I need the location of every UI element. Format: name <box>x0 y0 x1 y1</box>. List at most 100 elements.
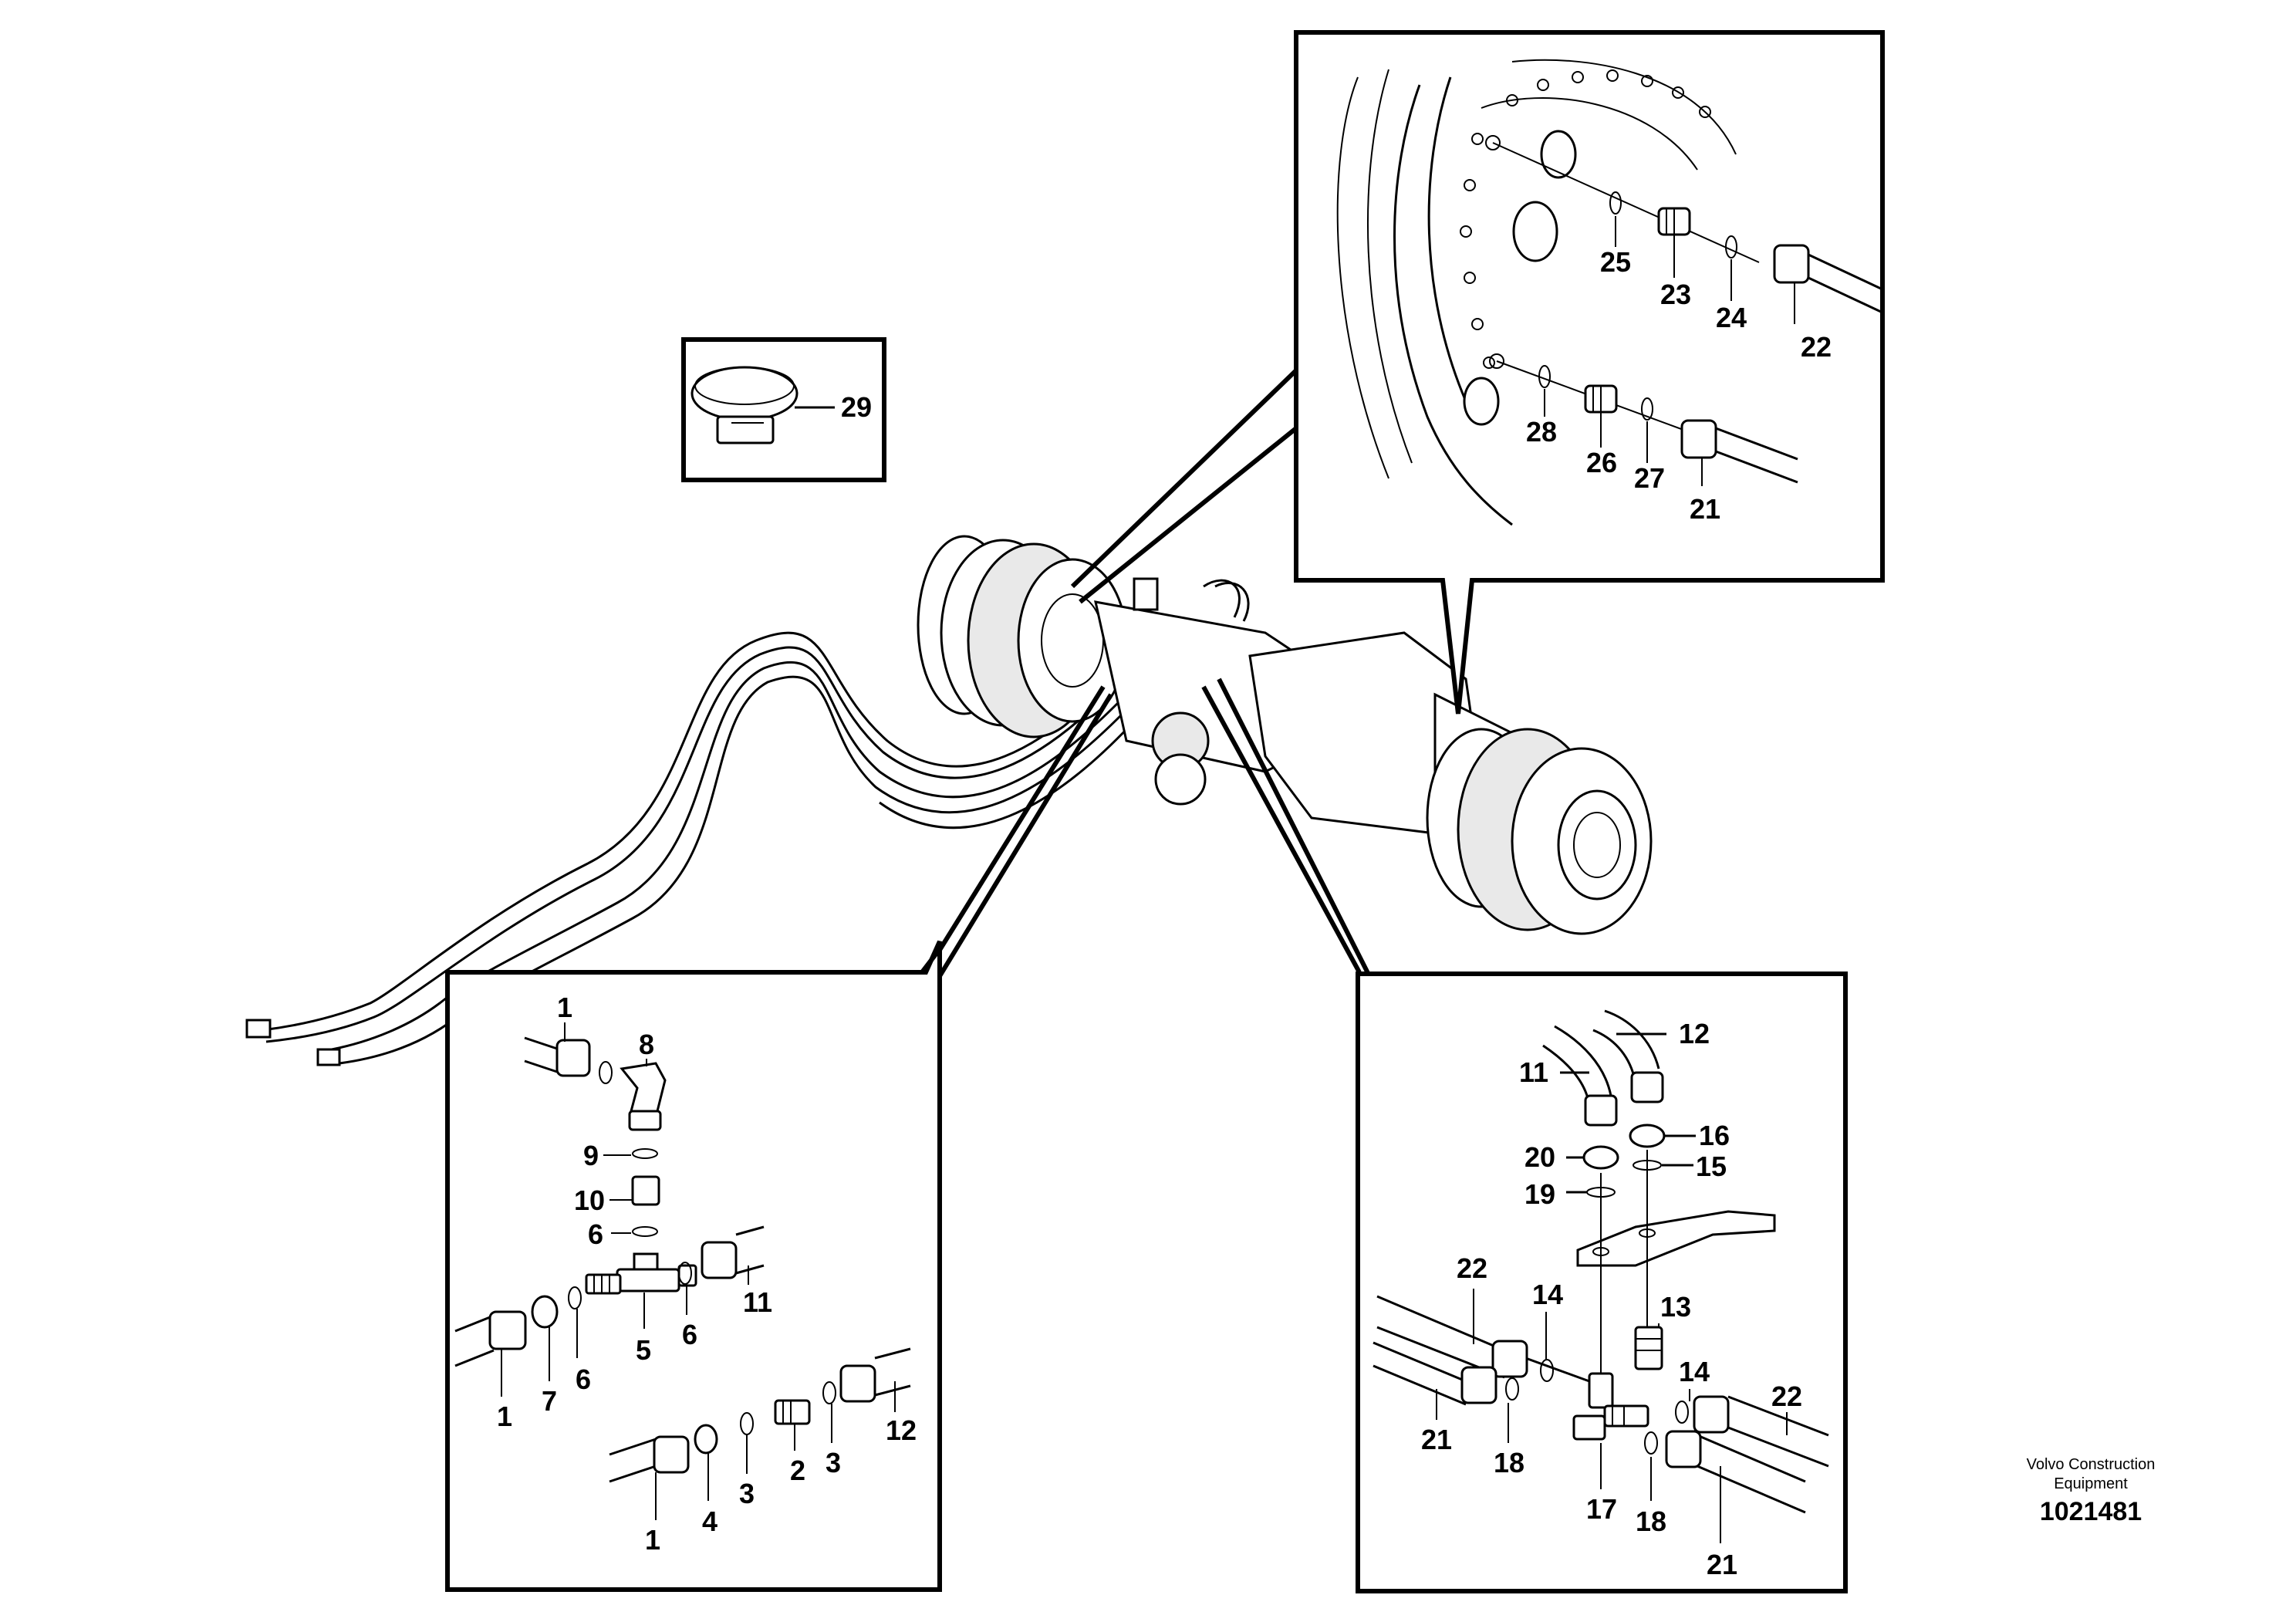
callout-6: 6 <box>588 1218 603 1250</box>
part-13-nipple <box>1634 1326 1663 1370</box>
callout-1: 1 <box>645 1524 660 1556</box>
left-wheel-hub <box>917 535 1128 738</box>
part-21-hose-nut <box>1680 419 1798 484</box>
callout-3: 3 <box>826 1447 841 1478</box>
part-21-hose-nut <box>1665 1430 1702 1468</box>
right-wheel-hub <box>1426 728 1653 935</box>
callout-11: 11 <box>1519 1056 1548 1088</box>
callout-13: 13 <box>1660 1291 1691 1323</box>
hose-end-fitting <box>316 1048 341 1066</box>
lube-port <box>1489 353 1504 369</box>
callout-21: 21 <box>1421 1424 1452 1455</box>
part-22-hose-nut <box>1773 244 1883 314</box>
part-6-seal <box>568 1286 582 1309</box>
callout-4: 4 <box>702 1505 718 1537</box>
hub-boss <box>1512 201 1558 262</box>
part-20-nut <box>1582 1145 1619 1170</box>
callout-23: 23 <box>1660 279 1691 310</box>
part-22-hose-nut <box>1693 1395 1730 1434</box>
callout-1: 1 <box>497 1401 512 1432</box>
callout-18: 18 <box>1494 1447 1524 1478</box>
callout-19: 19 <box>1524 1178 1555 1210</box>
part-2-nipple <box>774 1399 811 1425</box>
detail-frame-right-tee <box>1356 972 1848 1593</box>
part-6-seal <box>678 1262 692 1285</box>
callout-14: 14 <box>1679 1356 1710 1387</box>
axle-assembly <box>245 535 1653 1066</box>
part-17-tee <box>1572 1372 1649 1441</box>
callout-11: 11 <box>743 1286 772 1318</box>
credit-line-2: Equipment <box>2054 1475 2128 1492</box>
part-12-hose-nut <box>1630 1071 1664 1103</box>
part-18-seal <box>1505 1377 1519 1401</box>
breather-fitting <box>1133 577 1159 611</box>
callout-3: 3 <box>739 1478 755 1509</box>
callout-14: 14 <box>1532 1279 1563 1310</box>
part-27-washer <box>1641 397 1653 421</box>
part-1-hose-nut <box>701 1241 738 1279</box>
callout-6: 6 <box>576 1363 591 1395</box>
callout-12: 12 <box>886 1414 917 1446</box>
callout-21: 21 <box>1707 1549 1737 1580</box>
callout-7: 7 <box>542 1385 557 1417</box>
part-18-seal <box>1644 1431 1658 1455</box>
callout-25: 25 <box>1600 246 1631 278</box>
callout-22: 22 <box>1801 331 1832 363</box>
callout-9: 9 <box>583 1140 599 1171</box>
credit-line-1: Volvo Construction <box>2026 1456 2156 1473</box>
flange-bolt-holes <box>1460 69 1711 369</box>
detail-frame-left-tee <box>445 940 942 1592</box>
detail-frame-wheel-hub <box>1294 30 1885 715</box>
callout-18: 18 <box>1636 1505 1666 1537</box>
callout-2: 2 <box>790 1455 805 1486</box>
part-10-adapter <box>631 1175 660 1206</box>
part-3-seal <box>822 1381 836 1404</box>
part-25-washer <box>1609 191 1622 215</box>
hub-boss <box>1540 130 1577 179</box>
document-number: 1021481 <box>2039 1497 2142 1526</box>
callout-22: 22 <box>1771 1380 1802 1412</box>
callout-5: 5 <box>636 1334 651 1366</box>
axle-housing <box>1094 577 1529 836</box>
callout-1: 1 <box>557 992 572 1023</box>
callout-6: 6 <box>682 1319 697 1350</box>
part-11-hose-nut <box>1584 1094 1618 1127</box>
detail-frame-clamp <box>681 337 886 482</box>
part-29-hose-clamp <box>690 366 799 444</box>
callout-22: 22 <box>1457 1252 1487 1284</box>
part-9-seal <box>632 1148 658 1159</box>
hub-boss <box>1463 377 1500 426</box>
part-1-hose-nut <box>653 1435 690 1474</box>
callout-labels: 25 23 24 22 28 26 27 21 29 1 8 9 10 6 11… <box>497 246 1832 1580</box>
part-12-hose-nut <box>839 1364 876 1403</box>
part-5-tee <box>585 1252 697 1295</box>
part-7-nut <box>531 1295 559 1329</box>
callout-24: 24 <box>1716 302 1747 333</box>
manufacturer-credit: Volvo Construction Equipment <box>1975 1455 2207 1494</box>
callout-28: 28 <box>1526 416 1557 448</box>
lube-port <box>1485 135 1501 150</box>
part-26-nipple <box>1584 384 1618 414</box>
callout-26: 26 <box>1586 447 1617 478</box>
callout-12: 12 <box>1679 1018 1710 1049</box>
hose-end-fitting <box>245 1019 272 1039</box>
callout-20: 20 <box>1524 1141 1555 1173</box>
callout-21: 21 <box>1690 493 1720 525</box>
part-16-nut <box>1629 1124 1666 1148</box>
part-23-nipple <box>1657 207 1691 236</box>
callout-8: 8 <box>639 1029 654 1060</box>
part-21-hose-nut <box>1460 1366 1497 1404</box>
part-1-hose-nut <box>555 1039 591 1077</box>
callout-10: 10 <box>574 1184 605 1216</box>
detail-leader-lines <box>923 368 1372 978</box>
part-14-seal <box>1675 1401 1689 1424</box>
part-4-nut <box>694 1424 718 1455</box>
bracket-plate <box>1576 1210 1776 1267</box>
callout-15: 15 <box>1696 1151 1727 1182</box>
part-1-hose-nut <box>488 1310 527 1350</box>
callout-17: 17 <box>1586 1493 1617 1525</box>
part-22-hose-nut <box>1491 1340 1528 1378</box>
part-24-washer <box>1725 235 1737 259</box>
part-6-seal <box>632 1226 658 1237</box>
